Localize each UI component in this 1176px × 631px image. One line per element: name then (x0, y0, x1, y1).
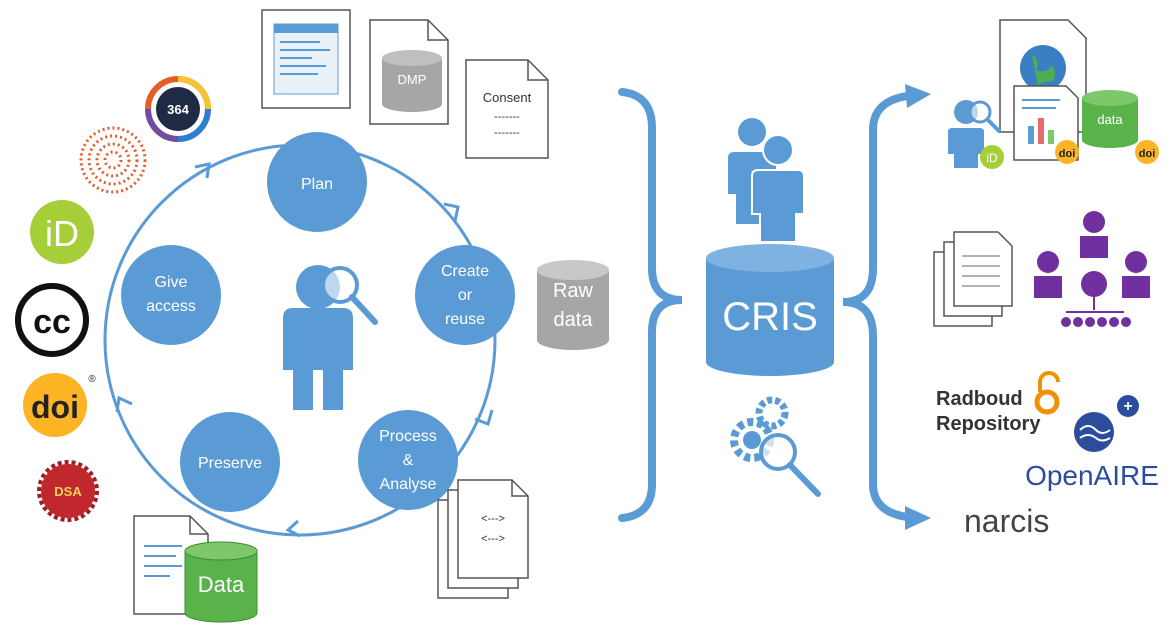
output-arrow-icon (905, 84, 931, 108)
orcid-label: iD (45, 213, 79, 254)
outputs-publication-cluster: data iD doi doi (948, 19, 1159, 169)
stacked-documents-icon (933, 231, 1013, 327)
stage-preserve: Preserve (180, 412, 280, 512)
openaire-label: OpenAIRE (1025, 460, 1159, 491)
cris-database: CRIS (706, 244, 834, 376)
dotted-sunburst-logo (79, 126, 147, 194)
stage-label: Plan (301, 176, 333, 193)
output-orcid-label: iD (986, 151, 998, 165)
stage-label: Create (441, 263, 489, 280)
researcher-magnifier-icon (283, 265, 378, 410)
cycle-arrow-icon (194, 162, 211, 179)
doi-logo: doi ® (23, 373, 96, 437)
researchers-icon (728, 118, 805, 243)
dmp-label: DMP (398, 72, 427, 87)
data-store-icon: Data (133, 515, 258, 623)
dsa-label: DSA (54, 484, 82, 499)
stage-label: or (458, 287, 473, 304)
stage-label: Analyse (380, 476, 437, 493)
output-doi-label: doi (1139, 148, 1156, 160)
openaire-logo: + OpenAIRE (1025, 395, 1159, 491)
code-documents-icon: <---> <---> (437, 479, 529, 599)
stage-give-access: Give access (121, 245, 221, 345)
code-line: <---> (481, 513, 505, 525)
output-arrow-icon (905, 506, 931, 530)
altmetric-score: 364 (167, 102, 189, 117)
stage-label: access (146, 298, 196, 315)
orcid-logo: iD (30, 200, 94, 264)
globe-icon (1020, 45, 1066, 91)
stage-create-or-reuse: Create or reuse (415, 245, 515, 345)
left-curly-brace (618, 88, 683, 522)
altmetric-logo: 364 (145, 76, 211, 142)
consent-document-icon: Consent ------- ------- (465, 59, 549, 159)
consent-label: Consent (483, 90, 532, 105)
stage-label: Give (155, 274, 188, 291)
gears-magnifier-icon (730, 396, 821, 497)
stage-process-analyse: Process & Analyse (358, 410, 458, 510)
radboud-line-1: Radboud (936, 388, 1023, 410)
stage-label: Process (379, 428, 437, 445)
stage-plan: Plan (267, 132, 367, 232)
cc-label: cc (33, 303, 71, 341)
data-label: Data (198, 572, 245, 597)
cycle-arrow-icon (443, 202, 460, 222)
cycle-arrow-icon (285, 519, 301, 538)
radboud-repository-logo: Radboud Repository (936, 371, 1060, 435)
output-data-label: data (1097, 112, 1123, 127)
radboud-line-2: Repository (936, 413, 1041, 435)
stage-label: & (403, 452, 414, 469)
dsa-seal-logo: DSA (37, 460, 99, 522)
right-curly-brace (842, 91, 922, 522)
raw-data-label: Raw (553, 280, 594, 302)
consent-line: ------- (494, 111, 520, 123)
raw-data-label: data (554, 309, 594, 331)
stage-label: reuse (445, 311, 485, 328)
raw-data-cylinder: Raw data (537, 260, 609, 350)
organization-hierarchy-icon (1034, 211, 1150, 327)
form-document-icon (261, 9, 351, 109)
consent-line: ------- (494, 127, 520, 139)
creative-commons-logo: cc (15, 283, 89, 357)
narcis-logo: narcis (964, 503, 1049, 539)
svg-text:+: + (1123, 398, 1132, 415)
doi-registered-mark: ® (88, 374, 96, 385)
doi-label: doi (31, 389, 79, 425)
cycle-arrow-icon (474, 409, 494, 426)
cris-label: CRIS (722, 295, 818, 339)
stage-label: Preserve (198, 455, 262, 472)
cycle-arrow-icon (115, 395, 133, 413)
code-line: <---> (481, 533, 505, 545)
output-doi-label: doi (1059, 148, 1076, 160)
dmp-document-icon: DMP (369, 19, 449, 125)
open-access-lock-icon (1034, 389, 1060, 415)
